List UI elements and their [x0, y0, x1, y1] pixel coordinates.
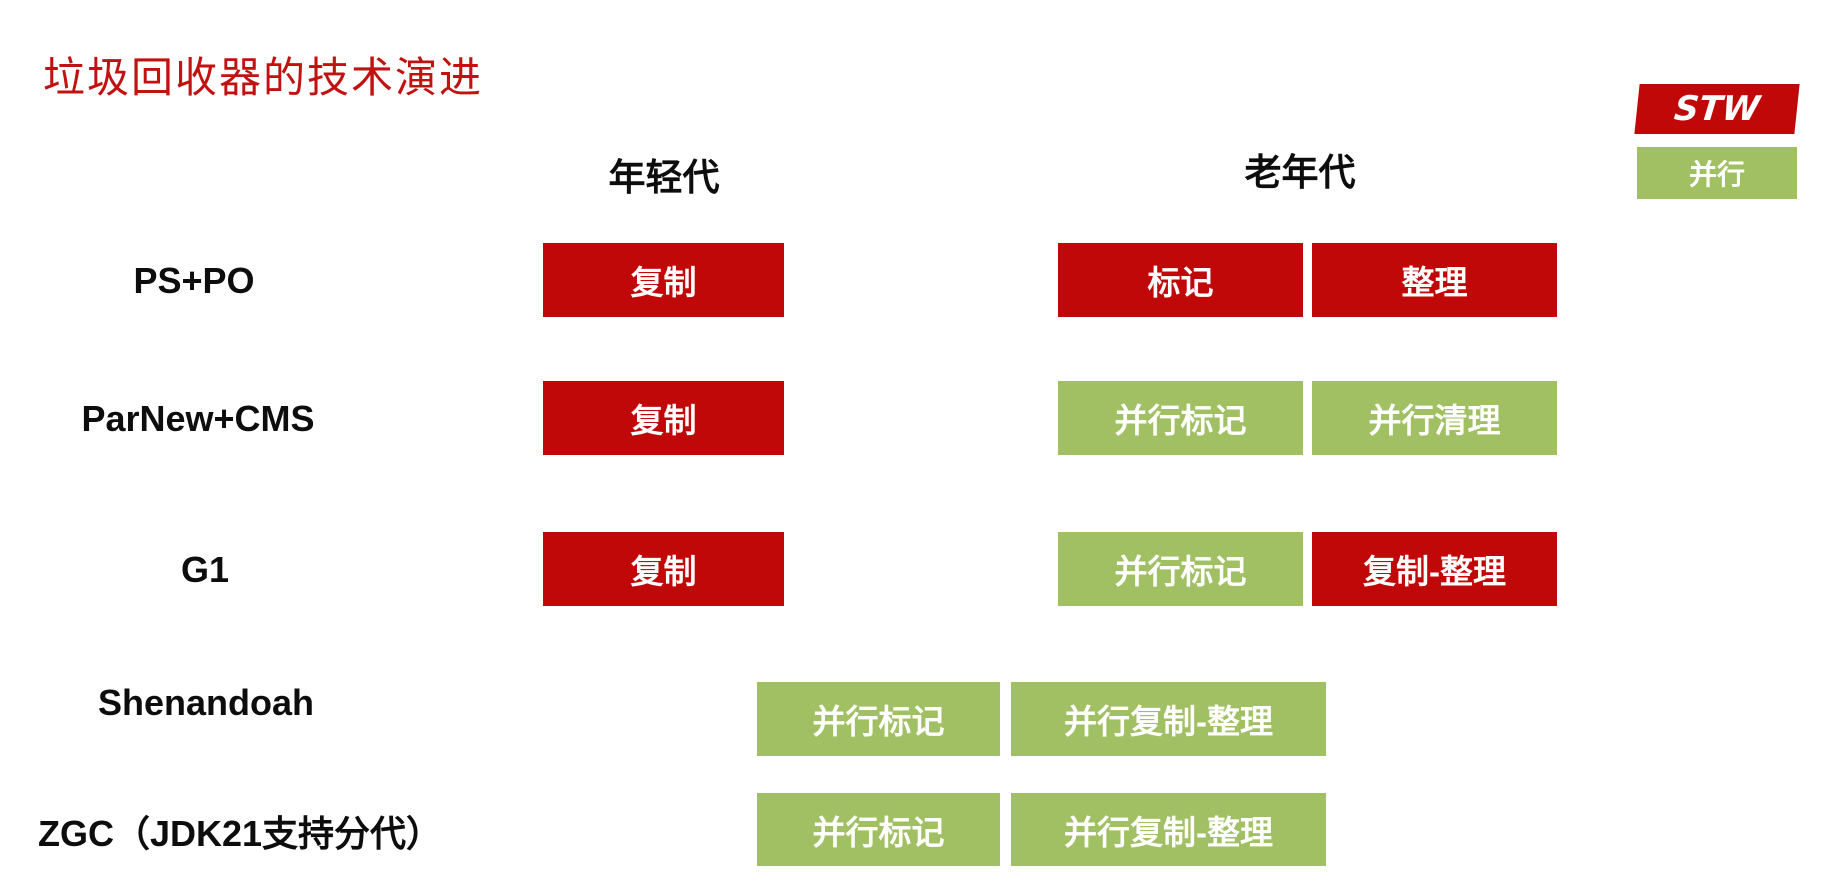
gc-phase-box-g1-copy: 复制: [543, 532, 784, 606]
gc-phase-box-pspo-compact: 整理: [1312, 243, 1557, 317]
gc-phase-label: 复制-整理: [1363, 553, 1506, 590]
gc-phase-box-cms-concurrent-sweep: 并行清理: [1312, 381, 1557, 455]
column-header-young: 年轻代: [608, 157, 720, 198]
row-label-zgc: ZGC（JDK21支持分代）: [37, 813, 443, 854]
gc-phase-label: 并行标记: [1114, 553, 1247, 590]
gc-phase-box-pspo-mark: 标记: [1058, 243, 1303, 317]
gc-phase-label: 并行标记: [1114, 402, 1247, 439]
gc-phase-box-cms-concurrent-mark: 并行标记: [1058, 381, 1303, 455]
legend-stw-label: STW: [1672, 89, 1762, 129]
gc-phase-label: 标记: [1147, 264, 1214, 301]
gc-phase-box-shenandoah-concurrent-copy-compact: 并行复制-整理: [1011, 682, 1326, 756]
row-label-ps-po: PS+PO: [133, 260, 255, 301]
gc-phase-label: 并行复制-整理: [1064, 703, 1273, 740]
row-label-shenandoah: Shenandoah: [97, 682, 315, 723]
legend-stw-chip: STW: [1634, 84, 1800, 134]
gc-phase-label: 复制: [630, 402, 697, 439]
gc-phase-label: 并行标记: [812, 813, 945, 851]
gc-phase-box-zgc-concurrent-copy-compact: 并行复制-整理: [1011, 793, 1326, 866]
gc-phase-label: 复制: [630, 264, 697, 301]
gc-phase-box-g1-concurrent-mark: 并行标记: [1058, 532, 1303, 606]
page-title: 垃圾回收器的技术演进: [43, 53, 484, 102]
gc-phase-label: 并行标记: [812, 703, 945, 740]
column-header-old: 老年代: [1244, 152, 1356, 193]
gc-phase-label: 并行清理: [1368, 402, 1501, 439]
legend-parallel-label: 并行: [1688, 159, 1745, 190]
row-label-parnew-cms: ParNew+CMS: [81, 398, 315, 439]
gc-phase-box-zgc-concurrent-mark: 并行标记: [757, 793, 1000, 866]
gc-phase-label: 整理: [1401, 264, 1468, 301]
gc-phase-box-pspo-copy: 复制: [543, 243, 784, 317]
gc-phase-box-g1-copy-compact: 复制-整理: [1312, 532, 1557, 606]
gc-phase-box-cms-copy: 复制: [543, 381, 784, 455]
legend-parallel-chip: 并行: [1637, 147, 1797, 199]
gc-phase-label: 并行复制-整理: [1064, 813, 1273, 851]
gc-phase-box-shenandoah-concurrent-mark: 并行标记: [757, 682, 1000, 756]
row-label-g1: G1: [180, 549, 230, 590]
gc-phase-label: 复制: [630, 553, 697, 590]
